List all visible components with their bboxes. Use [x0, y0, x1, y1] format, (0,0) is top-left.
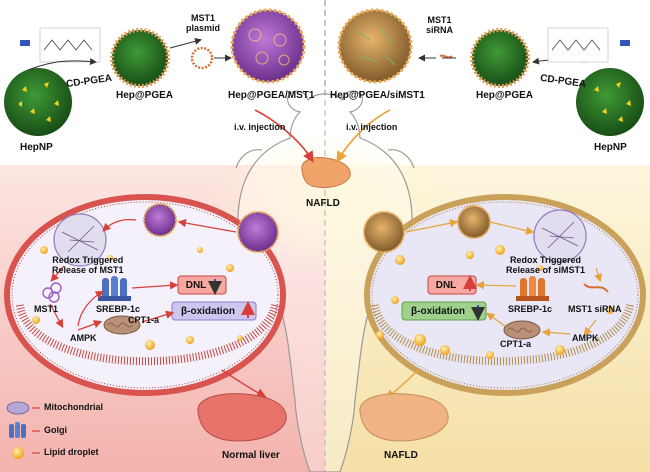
hep-pgea-left-particle	[110, 28, 170, 88]
left-golgi-icon	[98, 276, 131, 301]
hepnp-right-label: HepNP	[594, 142, 627, 153]
legend-lipid-label: Lipid droplet	[44, 447, 99, 457]
hep-pgea-right-particle	[470, 28, 530, 88]
mst1-plasmid-label: MST1 plasmid	[186, 13, 221, 33]
cd-pgea-structure-left	[39, 27, 101, 63]
iv-injection-right-label: i.v. injection	[346, 122, 398, 132]
right-membrane-bottom	[371, 303, 634, 366]
right-mitochondria-icon	[503, 320, 541, 340]
cd-pgea-structure-right	[547, 27, 609, 63]
iv-arrow-right	[336, 109, 391, 163]
right-redox-label: Redox Triggered Release of siMST1	[506, 255, 586, 275]
left-beta-ox-label: β-oxidation	[181, 305, 235, 317]
right-ampk-label: AMPK	[572, 333, 599, 343]
right-cpt1a-label: CPT1-a	[500, 339, 532, 349]
mitochondrial-legend-icon	[6, 401, 30, 415]
nafld-center-label: NAFLD	[306, 198, 340, 209]
left-srebp-label: SREBP-1c	[96, 304, 141, 314]
left-cpt1a-label: CPT1-a	[128, 315, 160, 325]
right-beta-box	[401, 301, 487, 321]
right-entering-particle	[363, 211, 405, 253]
hep-pgea-mst1-particle	[230, 8, 306, 84]
iv-arrow-left	[254, 109, 314, 163]
left-mst1-label: MST1	[34, 304, 59, 314]
lipid-droplet-legend-icon	[12, 447, 24, 459]
left-lipid-droplets	[32, 246, 243, 350]
nafld-liver-bottom-icon	[359, 393, 449, 442]
golgi-legend-icon	[9, 422, 26, 438]
nafld-bottom-label: NAFLD	[384, 450, 418, 461]
iv-injection-left-label: i.v. injection	[234, 122, 286, 132]
hep-pgea-right-label: Hep@PGEA	[476, 90, 533, 101]
right-golgi-icon	[516, 276, 549, 301]
right-cell-membrane	[364, 194, 646, 396]
left-mitochondria-icon	[103, 315, 141, 335]
hepnp-left-label: HepNP	[20, 142, 53, 153]
mst1-cluster-icon	[42, 282, 62, 303]
cd-icon-left	[20, 40, 30, 46]
right-beta-ox-label: β-oxidation	[411, 305, 465, 317]
cd-icon-right	[620, 40, 630, 46]
hepnp-left-dots	[18, 82, 59, 122]
legend-golgi-label: Golgi	[44, 425, 67, 435]
mst1-sirna-label: MST1 siRNA	[426, 15, 454, 35]
left-ampk-label: AMPK	[70, 333, 97, 343]
right-srebp-label: SREBP-1c	[508, 304, 553, 314]
hepnp-right-particle	[576, 68, 644, 136]
right-lipid-droplets	[376, 245, 614, 359]
left-membrane-bottom	[16, 303, 279, 366]
right-dnl-label: DNL	[435, 279, 457, 291]
right-mst1-sirna-label: MST1 siRNA	[568, 304, 622, 314]
hepnp-left-particle	[4, 68, 72, 136]
right-sirna-strand	[583, 283, 609, 293]
left-dnl-label: DNL	[185, 279, 207, 291]
mst1-sirna-icon	[439, 54, 453, 59]
hep-pgea-simst1-particle	[337, 8, 413, 84]
hep-pgea-simst1-label: Hep@PGEA/siMST1	[330, 90, 425, 101]
normal-liver-label: Normal liver	[222, 450, 280, 461]
mst1-plasmid-icon	[190, 46, 214, 70]
hep-pgea-left-label: Hep@PGEA	[116, 90, 173, 101]
hep-pgea-mst1-label: Hep@PGEA/MST1	[228, 90, 315, 101]
legend-mitochondrial-label: Mitochondrial	[44, 402, 103, 412]
left-entering-particle	[237, 211, 279, 253]
normal-liver-icon	[197, 393, 287, 442]
left-redox-label: Redox Triggered Release of MST1	[52, 255, 124, 275]
nafld-liver-icon	[301, 157, 351, 189]
